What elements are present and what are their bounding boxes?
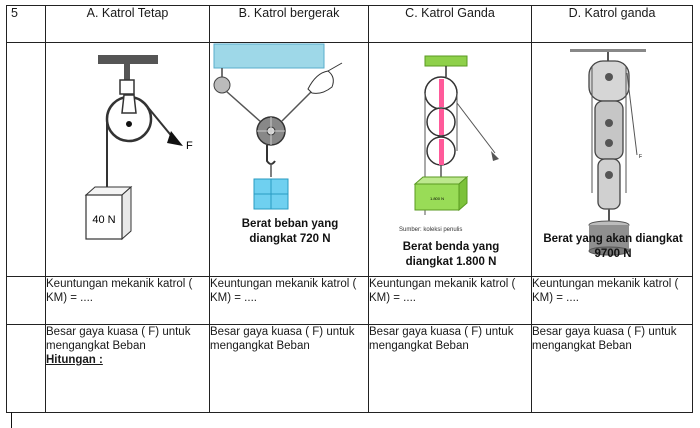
- force-label-d: F: [639, 154, 642, 160]
- force-cell-c: Besar gaya kuasa ( F) untuk mengangkat B…: [368, 324, 532, 413]
- row-number: 5: [6, 5, 46, 43]
- header-d: D. Katrol ganda: [531, 5, 693, 43]
- caption-b: Berat beban yang diangkat 720 N: [241, 218, 339, 245]
- force-text-a: Besar gaya kuasa ( F) untuk mengangkat B…: [46, 326, 191, 352]
- force-cell-b: Besar gaya kuasa ( F) untuk mengangkat B…: [209, 324, 369, 413]
- movable-pulley-illustration: [213, 43, 343, 210]
- header-row: 5 A. Katrol Tetap B. Katrol bergerak C. …: [6, 5, 693, 43]
- fixed-pulley-illustration: F 40 N: [84, 55, 193, 241]
- force-row: Besar gaya kuasa ( F) untuk mengangkat B…: [6, 324, 693, 413]
- worksheet-table: 5 A. Katrol Tetap B. Katrol bergerak C. …: [6, 5, 693, 413]
- mechanical-advantage-row: Keuntungan mekanik katrol ( KM) = .... K…: [6, 276, 693, 325]
- caption-c: Berat benda yang diangkat 1.800 N: [402, 241, 500, 268]
- header-c: C. Katrol Ganda: [368, 5, 532, 43]
- picture-row: F 40 N: [6, 42, 693, 277]
- pulley-block-cell: F Berat yang akan diangkat 9700 N: [531, 42, 693, 277]
- force-text-b: Besar gaya kuasa ( F) untuk mengangkat B…: [210, 326, 355, 352]
- hitungan-label: Hitungan :: [46, 354, 103, 366]
- caption-d: Berat yang akan diangkat 9700 N: [543, 233, 683, 260]
- force-text-d: Besar gaya kuasa ( F) untuk mengangkat B…: [532, 326, 677, 352]
- text-cursor: [11, 412, 12, 428]
- empty-cell: [6, 276, 46, 325]
- movable-pulley-cell: Berat beban yang diangkat 720 N: [209, 42, 369, 277]
- header-a: A. Katrol Tetap: [45, 5, 210, 43]
- empty-cell: [6, 42, 46, 277]
- km-text-b: Keuntungan mekanik katrol ( KM) = ....: [209, 276, 369, 325]
- fixed-pulley-cell: F 40 N: [45, 42, 210, 277]
- km-text-c: Keuntungan mekanik katrol ( KM) = ....: [368, 276, 532, 325]
- force-text-c: Besar gaya kuasa ( F) untuk mengangkat B…: [369, 326, 514, 352]
- compound-pulley-cell: 1.800 N Sumber: koleksi penulis Berat be…: [368, 42, 532, 277]
- empty-cell: [6, 324, 46, 413]
- km-text-d: Keuntungan mekanik katrol ( KM) = ....: [531, 276, 693, 325]
- km-text-a: Keuntungan mekanik katrol ( KM) = ....: [45, 276, 210, 325]
- force-cell-a: Besar gaya kuasa ( F) untuk mengangkat B…: [45, 324, 210, 413]
- box-label-c: 1.800 N: [430, 196, 444, 201]
- weight-label-a: 40 N: [92, 214, 115, 226]
- force-label-a: F: [186, 140, 193, 152]
- source-note: Sumber: koleksi penulis: [399, 227, 463, 233]
- header-b: B. Katrol bergerak: [209, 5, 369, 43]
- compound-pulley-illustration: 1.800 N: [413, 55, 499, 215]
- force-cell-d: Besar gaya kuasa ( F) untuk mengangkat B…: [531, 324, 693, 413]
- pulley-block-illustration: F: [570, 49, 646, 256]
